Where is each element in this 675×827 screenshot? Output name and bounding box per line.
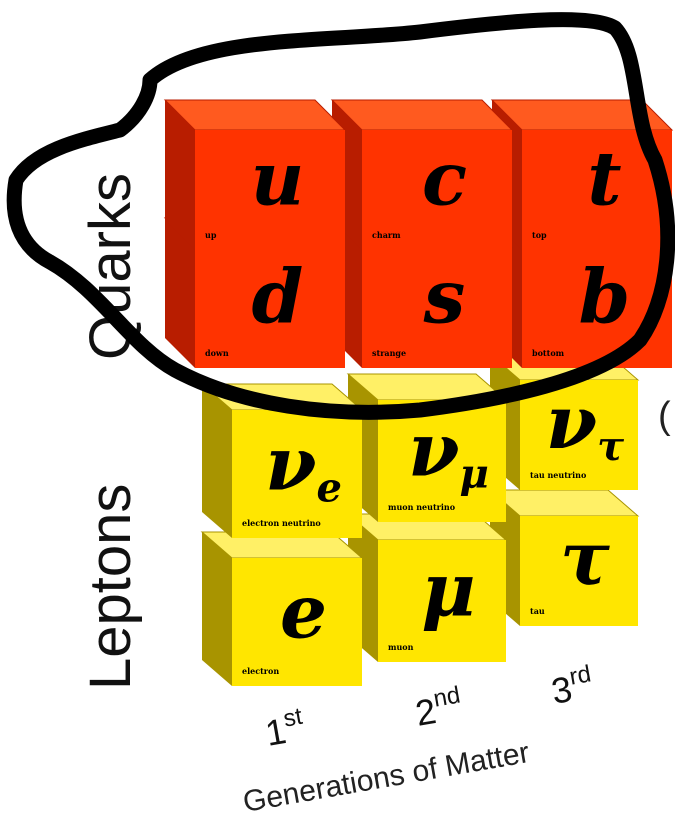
particle-symbol-main: τ [560, 516, 610, 602]
lepton-cube-tau: τ tau [488, 489, 640, 626]
cube-top-face [330, 99, 514, 131]
leptons-row-label: Leptons [78, 484, 143, 690]
svg-text:2nd: 2nd [412, 681, 466, 733]
particle-symbol-subscript: e [316, 464, 341, 511]
cube-front-face [232, 410, 362, 538]
generation-2-suffix: nd [431, 681, 462, 712]
particle-symbol-main: ν [408, 408, 459, 494]
cube-top-face [163, 99, 347, 131]
particle-symbol: b [579, 254, 631, 340]
particle-symbol-main: μ [421, 548, 475, 634]
quark-cube-grid: b bottom s strange d down t top c charm u up [163, 99, 674, 368]
particle-symbol: ντ [546, 380, 624, 470]
particle-name-label: electron neutrino [242, 518, 321, 528]
clipped-edge-glyph: ( [658, 395, 671, 437]
particle-name-label: muon neutrino [388, 502, 456, 512]
generation-1-suffix: st [281, 703, 304, 733]
particle-name-label: top [532, 230, 547, 240]
generation-2-label: 2nd [412, 681, 466, 733]
particle-name-label: charm [372, 230, 401, 240]
quark-cube-up: u up [163, 99, 347, 250]
hand-drawn-circle-annotation [6, 12, 675, 420]
lepton-cube-electron: e electron [200, 531, 364, 686]
particle-symbol-main: b [579, 254, 631, 340]
particle-symbol: s [423, 254, 466, 340]
particle-symbol: νμ [408, 408, 489, 498]
particle-symbol: μ [421, 548, 475, 634]
cube-front-face [522, 248, 672, 368]
particle-symbol: τ [560, 516, 610, 602]
particle-symbol-main: e [280, 569, 327, 655]
particle-symbol-main: u [251, 136, 305, 222]
particle-symbol-main: ν [546, 380, 597, 466]
svg-text:3rd: 3rd [548, 660, 597, 712]
cube-front-face [378, 540, 506, 662]
particle-symbol-subscript: τ [597, 423, 624, 470]
cube-front-face [520, 516, 638, 626]
particle-symbol: c [422, 136, 467, 222]
particle-name-label: up [205, 230, 217, 240]
generation-1-label: 1st [262, 703, 308, 754]
particle-name-label: bottom [532, 348, 565, 358]
particle-name-label: down [205, 348, 229, 358]
particle-symbol: e [280, 569, 327, 655]
particle-symbol: d [252, 254, 304, 340]
cube-front-face [520, 380, 638, 490]
particle-symbol: t [587, 136, 621, 222]
particle-symbol-main: t [587, 136, 621, 222]
cube-front-face [362, 248, 512, 368]
cube-front-face [195, 130, 345, 250]
particle-name-label: strange [372, 348, 406, 358]
cube-side-face [165, 100, 195, 250]
cube-front-face [362, 130, 512, 250]
particle-name-label: muon [388, 642, 414, 652]
cube-front-face [232, 558, 362, 686]
cube-side-face [165, 218, 195, 368]
cube-side-face [202, 384, 232, 538]
particle-symbol-main: c [422, 136, 467, 222]
particle-name-label: tau neutrino [530, 470, 587, 480]
cube-front-face [195, 248, 345, 368]
particle-symbol-main: s [423, 254, 466, 340]
cube-front-face [378, 400, 506, 522]
particle-symbol-main: d [252, 254, 304, 340]
particle-symbol-main: ν [265, 421, 316, 507]
quark-cube-charm: c charm [330, 99, 514, 250]
generation-3-label: 3rd [548, 660, 597, 712]
particle-name-label: electron [242, 666, 279, 676]
particle-symbol: νe [265, 421, 342, 511]
particle-name-label: tau [530, 606, 545, 616]
cube-side-face [202, 532, 232, 686]
svg-text:1st: 1st [262, 703, 308, 754]
particle-symbol: u [251, 136, 305, 222]
particle-symbol-subscript: μ [459, 451, 488, 498]
generation-3-suffix: rd [567, 660, 593, 690]
